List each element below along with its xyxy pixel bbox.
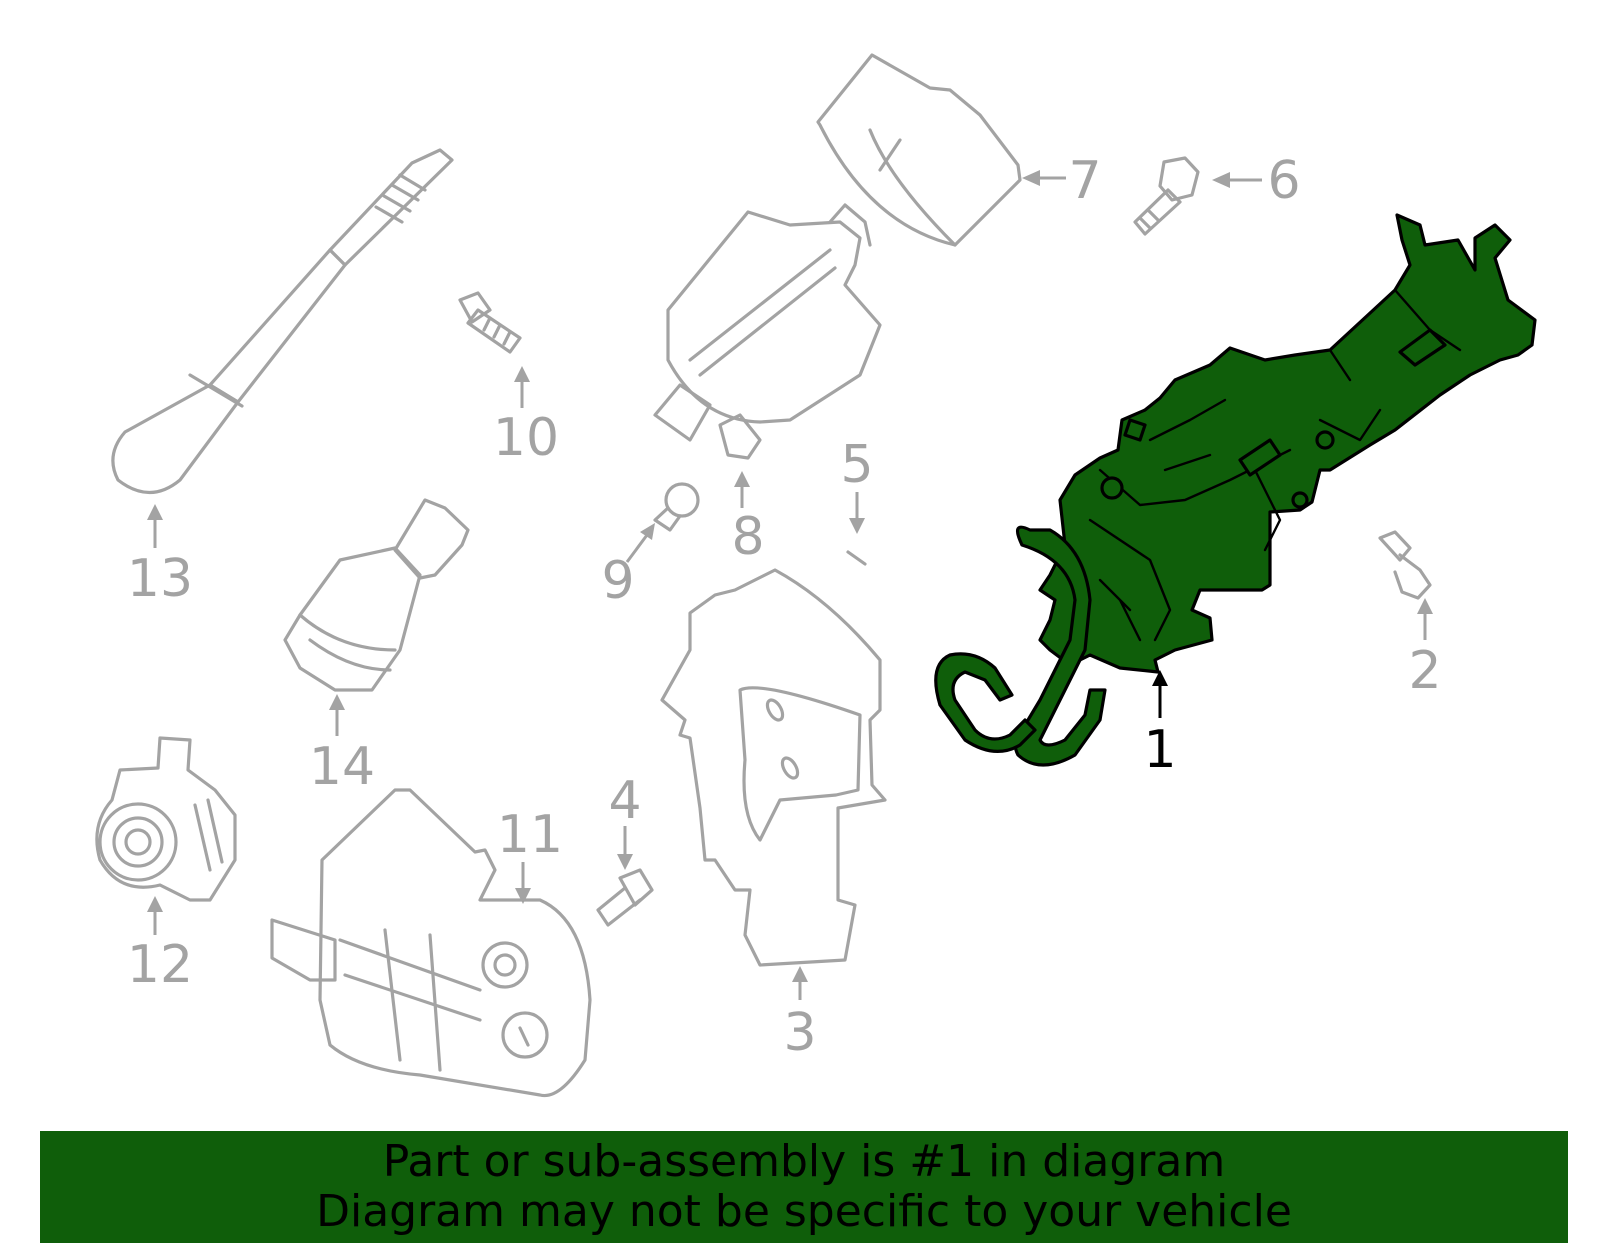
callout-arrows bbox=[147, 170, 1433, 1000]
callout-3: 3 bbox=[783, 1003, 816, 1063]
part-11-lower-cover[interactable] bbox=[270, 788, 592, 1098]
callout-5: 5 bbox=[840, 435, 873, 495]
part-10-bolt[interactable] bbox=[458, 291, 522, 354]
part-8-switch[interactable] bbox=[653, 203, 882, 460]
callout-12: 12 bbox=[127, 935, 193, 995]
callout-8: 8 bbox=[731, 507, 764, 567]
part-13-shaft[interactable] bbox=[111, 148, 454, 494]
info-banner: Part or sub-assembly is #1 in diagram Di… bbox=[40, 1131, 1568, 1243]
callout-14: 14 bbox=[309, 737, 375, 797]
callout-10: 10 bbox=[493, 408, 559, 468]
part-1-steering-column[interactable] bbox=[934, 213, 1537, 767]
part-7-cover[interactable] bbox=[816, 53, 1022, 247]
callout-7: 7 bbox=[1068, 151, 1101, 211]
part-9-clip[interactable] bbox=[653, 482, 700, 532]
part-12-sensor[interactable] bbox=[95, 736, 237, 902]
callout-11: 11 bbox=[497, 805, 563, 865]
part-4-bolt[interactable] bbox=[596, 868, 654, 927]
callout-6: 6 bbox=[1267, 151, 1300, 211]
part-6-bolt[interactable] bbox=[1133, 156, 1200, 236]
banner-line-2: Diagram may not be specific to your vehi… bbox=[316, 1186, 1292, 1237]
part-3-shroud[interactable] bbox=[660, 568, 887, 967]
callout-13: 13 bbox=[127, 549, 193, 609]
part-2-bolt[interactable] bbox=[1378, 530, 1432, 600]
callout-labels: 1 2 3 4 5 6 7 8 9 10 11 12 13 14 bbox=[127, 151, 1442, 1063]
callout-9: 9 bbox=[601, 551, 634, 611]
part-14-boot[interactable] bbox=[283, 498, 470, 692]
banner-line-1: Part or sub-assembly is #1 in diagram bbox=[382, 1136, 1226, 1187]
part-5-piece[interactable] bbox=[846, 550, 867, 566]
callout-2: 2 bbox=[1408, 641, 1441, 701]
callout-4: 4 bbox=[608, 771, 641, 831]
callout-1: 1 bbox=[1143, 720, 1176, 780]
